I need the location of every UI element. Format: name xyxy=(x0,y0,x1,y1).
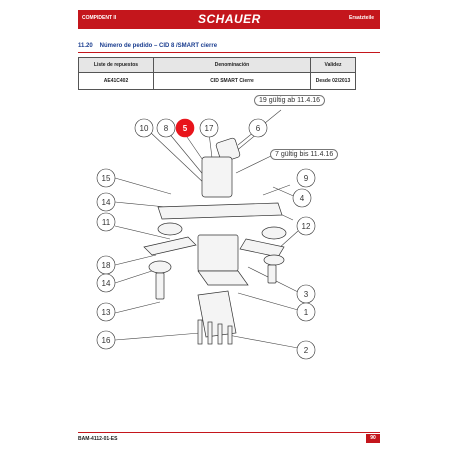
cell-part-number: AE41C402 xyxy=(78,72,154,90)
part-label: 11 xyxy=(102,218,111,227)
spec-table-row: AE41C402 CID SMART Cierre Desde 02/2013 xyxy=(78,72,356,90)
part-label: 6 xyxy=(256,124,261,133)
part-label: 18 xyxy=(102,261,111,270)
part-label: 9 xyxy=(304,174,309,183)
document-code: BAM-4112-01-ES xyxy=(78,436,118,442)
part-label: 15 xyxy=(102,174,111,183)
spec-table-header-row: Liste de repuestos Denominación Validez xyxy=(78,57,356,73)
part-label: 14 xyxy=(102,198,111,207)
part-shapes xyxy=(143,137,287,345)
part-label-circles xyxy=(96,118,316,360)
part-label: 3 xyxy=(304,290,309,299)
cell-validity: Desde 02/2013 xyxy=(310,72,356,90)
part-label: 4 xyxy=(300,194,305,203)
page-number: 90 xyxy=(366,434,380,443)
part-label: 13 xyxy=(102,308,111,317)
part-label: 1 xyxy=(304,308,309,317)
page-header: COMPIDENT II SCHAUER Ersatzteile xyxy=(78,10,380,29)
brand-logo: SCHAUER xyxy=(198,12,261,26)
footer-divider xyxy=(78,432,380,433)
callout-valid-until: 7 gültig bis 11.4.16 xyxy=(270,149,339,160)
section-number: 11.20 xyxy=(78,43,93,49)
part-label: 16 xyxy=(102,336,111,345)
part-label: 14 xyxy=(102,279,111,288)
header-section-label: Ersatzteile xyxy=(348,15,374,21)
part-label-texts: 10 8 5 17 6 15 9 14 4 11 12 18 14 3 13 1… xyxy=(102,124,311,355)
spec-table: Liste de repuestos Denominación Validez … xyxy=(78,57,356,90)
part-label-highlighted: 5 xyxy=(183,124,188,133)
section-heading: 11.20 Número de pedido – CID 8 /SMART ci… xyxy=(78,43,380,53)
part-label: 17 xyxy=(205,124,214,133)
product-name: COMPIDENT II xyxy=(82,15,117,21)
cell-designation: CID SMART Cierre xyxy=(153,72,311,90)
part-label: 2 xyxy=(304,346,309,355)
header-parts-list: Liste de repuestos xyxy=(78,57,154,73)
part-label: 8 xyxy=(164,124,169,133)
header-validity: Validez xyxy=(310,57,356,73)
exploded-diagram: 10 8 5 17 6 15 9 14 4 11 12 18 14 3 13 1… xyxy=(78,95,358,370)
section-title: Número de pedido – CID 8 /SMART cierre xyxy=(99,43,218,49)
part-label: 10 xyxy=(140,124,149,133)
header-designation: Denominación xyxy=(153,57,311,73)
part-label: 12 xyxy=(302,222,311,231)
diagram-drawing: 10 8 5 17 6 15 9 14 4 11 12 18 14 3 13 1… xyxy=(96,109,316,360)
callout-valid-from: 19 gültig ab 11.4.16 xyxy=(254,95,325,106)
